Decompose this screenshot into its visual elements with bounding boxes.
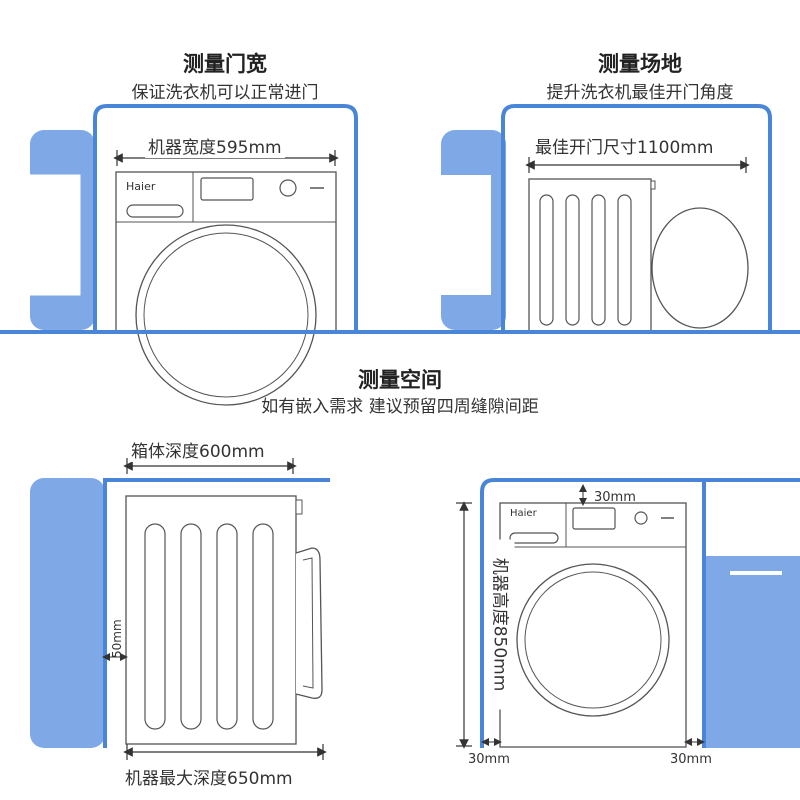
right-gap-label: 30mm xyxy=(670,752,712,767)
height-label: 机器高度850mm xyxy=(489,539,515,710)
door-dimension-label: 机器宽度595mm xyxy=(145,133,285,158)
right-cabinet xyxy=(704,556,800,748)
niche-frame xyxy=(480,478,800,748)
right-cabinet-drawer xyxy=(730,571,782,575)
floor-line xyxy=(0,330,800,334)
door-subtitle: 保证洗衣机可以正常进门 xyxy=(131,83,319,103)
back-gap-label: 50mm xyxy=(110,619,124,658)
brand-logo-top: Haier xyxy=(126,180,156,193)
cabinet-depth-label: 箱体深度600mm xyxy=(128,437,268,462)
door-frame-left-inner xyxy=(30,178,76,292)
space-subtitle: 如有嵌入需求 建议预留四周缝隙间距 xyxy=(261,397,539,417)
space-title: 测量空间 xyxy=(358,368,442,392)
max-depth-label: 机器最大深度650mm xyxy=(122,764,296,789)
site-dimension-label: 最佳开门尺寸1100mm xyxy=(532,133,717,158)
door-frame xyxy=(93,104,358,330)
washer-front-bottom xyxy=(499,502,687,748)
top-gap-label: 30mm xyxy=(594,490,636,505)
left-gap-label: 30mm xyxy=(468,752,510,767)
washer-side-bottom xyxy=(125,495,323,745)
site-frame xyxy=(501,104,772,330)
site-title: 测量场地 xyxy=(598,52,682,76)
door-title: 测量门宽 xyxy=(183,52,267,76)
site-subtitle: 提升洗衣机最佳开门角度 xyxy=(546,83,734,103)
washer-side-top xyxy=(528,178,749,333)
washer-front-top xyxy=(115,171,337,406)
brand-logo-bottom: Haier xyxy=(510,508,537,519)
cabinet-wall-left xyxy=(30,478,105,748)
